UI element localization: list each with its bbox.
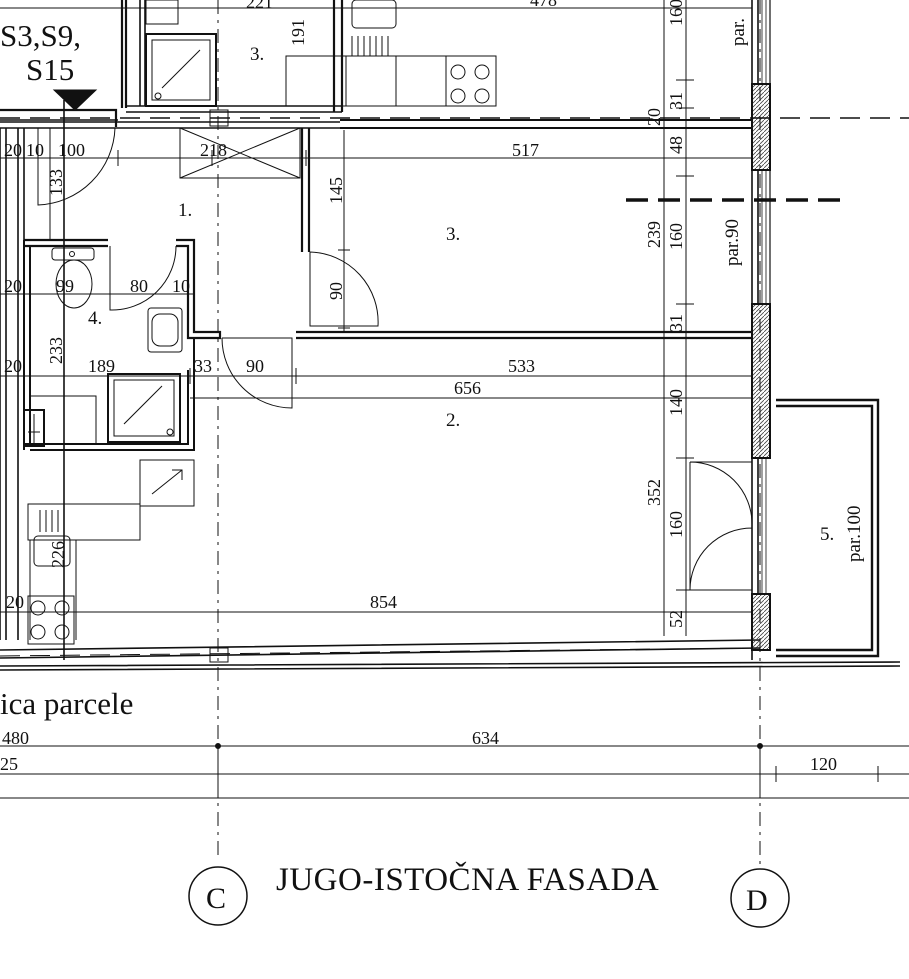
- dim-133: 133: [46, 169, 66, 196]
- axis-bubbles: [188, 866, 790, 928]
- dim-480: 480: [2, 728, 29, 748]
- room-3-mid: 3.: [446, 224, 460, 245]
- door-balcony-right: [689, 462, 753, 591]
- dim-20-left: 20: [4, 140, 22, 160]
- dim-100: 100: [58, 140, 85, 160]
- room-5: 5.: [820, 524, 834, 545]
- stair-void: [179, 127, 301, 179]
- dim-20-b: 20: [644, 108, 664, 126]
- door-room2-swing: [221, 337, 293, 409]
- kitchen-lower: [27, 503, 141, 541]
- axis-c-label: C: [206, 882, 226, 915]
- parapet-100: par.100: [844, 506, 865, 562]
- dim-20-c: 20: [4, 276, 22, 296]
- dim-533: 533: [508, 356, 535, 376]
- dim-25: 25: [0, 754, 18, 774]
- dim-191: 191: [288, 19, 308, 46]
- kitchen-upper: [285, 55, 497, 107]
- dim-634: 634: [472, 728, 499, 748]
- window-strip-low: [761, 458, 767, 594]
- dim-189: 189: [88, 356, 115, 376]
- wall-upper-bath: [139, 0, 146, 106]
- column-hatch-3: [751, 593, 771, 651]
- dim-20-e: 20: [6, 592, 24, 612]
- axis-dash-bottom: [0, 647, 761, 657]
- dim-90-b: 90: [246, 356, 264, 376]
- room-1: 1.: [178, 200, 192, 221]
- entry-triangle-icon: [52, 89, 98, 111]
- walls: [0, 0, 901, 671]
- doors: [37, 127, 753, 591]
- parapet-top: par.: [728, 18, 749, 46]
- dim-226: 226: [48, 541, 68, 568]
- dim-90-door: 90: [326, 282, 346, 300]
- label-s-line2: S15: [26, 52, 74, 87]
- drawing-title: JUGO-ISTOČNA FASADA: [276, 860, 659, 898]
- parcel-boundary-label: ica parcele: [0, 686, 133, 721]
- room-3-upper: 3.: [250, 44, 264, 65]
- labels: 221 478 160 191 par. S3,S9, S15 3. 20 10…: [0, 0, 865, 917]
- dim-52: 52: [666, 610, 686, 628]
- door-balcony-frame: [690, 461, 752, 591]
- shower-bath4: [107, 373, 181, 443]
- dim-352: 352: [644, 479, 664, 506]
- window-strip-mid: [761, 170, 767, 304]
- shower-upper: [145, 33, 217, 107]
- dim-160-mid: 160: [666, 223, 686, 250]
- wall-left-col: [0, 128, 25, 640]
- dim-10-b: 10: [172, 276, 190, 296]
- door-room3-swing: [309, 251, 379, 327]
- wall-bath4: [24, 238, 222, 340]
- column-hatch-1: [751, 83, 771, 171]
- dim-120: 120: [810, 754, 837, 774]
- stair-arrow-icon: [151, 469, 183, 495]
- door-entry-swing: [37, 127, 116, 206]
- axis-c-bubble: [188, 866, 248, 926]
- wall-corridor-top: [0, 119, 340, 129]
- wall-partition-v: [300, 128, 311, 252]
- dim-99: 99: [56, 276, 74, 296]
- dim-656: 656: [454, 378, 481, 398]
- axis-d-label: D: [746, 884, 768, 917]
- dim-31-b: 31: [666, 314, 686, 332]
- dim-517: 517: [512, 140, 539, 160]
- dim-80: 80: [130, 276, 148, 296]
- column-hatch-2: [751, 303, 771, 459]
- dim-160-low: 160: [666, 511, 686, 538]
- fixtures: [23, 0, 497, 663]
- dim-221: 221: [246, 0, 273, 12]
- parapet-90: par.90: [722, 219, 743, 266]
- dim-20-d: 20: [4, 356, 22, 376]
- wall-balcony: [776, 398, 880, 658]
- dim-48: 48: [666, 136, 686, 154]
- dim-10: 10: [26, 140, 44, 160]
- dim-218: 218: [200, 140, 227, 160]
- dim-854: 854: [370, 592, 397, 612]
- dim-140: 140: [666, 389, 686, 416]
- axis-d-bubble: [730, 868, 790, 928]
- dim-145: 145: [326, 177, 346, 204]
- wall-top-left-vertical: [120, 0, 128, 108]
- label-s-line1: S3,S9,: [0, 18, 81, 53]
- dim-233: 233: [46, 337, 66, 364]
- dim-239: 239: [644, 221, 664, 248]
- window-strip-top: [761, 0, 767, 84]
- door-bath4-swing: [109, 245, 177, 311]
- wall-north-strip: [340, 119, 752, 129]
- wall-south-facade: [0, 639, 901, 671]
- dim-478: 478: [530, 0, 557, 10]
- room-2: 2.: [446, 410, 460, 431]
- dim-31-a: 31: [666, 92, 686, 110]
- axis-lines: [0, 0, 909, 866]
- dim-33: 33: [194, 356, 212, 376]
- sink-bath4: [147, 307, 183, 353]
- dimension-lines: [0, 0, 909, 799]
- room-4: 4.: [88, 308, 102, 329]
- dim-160-top: 160: [666, 0, 686, 26]
- door-balcony-left: [689, 461, 753, 590]
